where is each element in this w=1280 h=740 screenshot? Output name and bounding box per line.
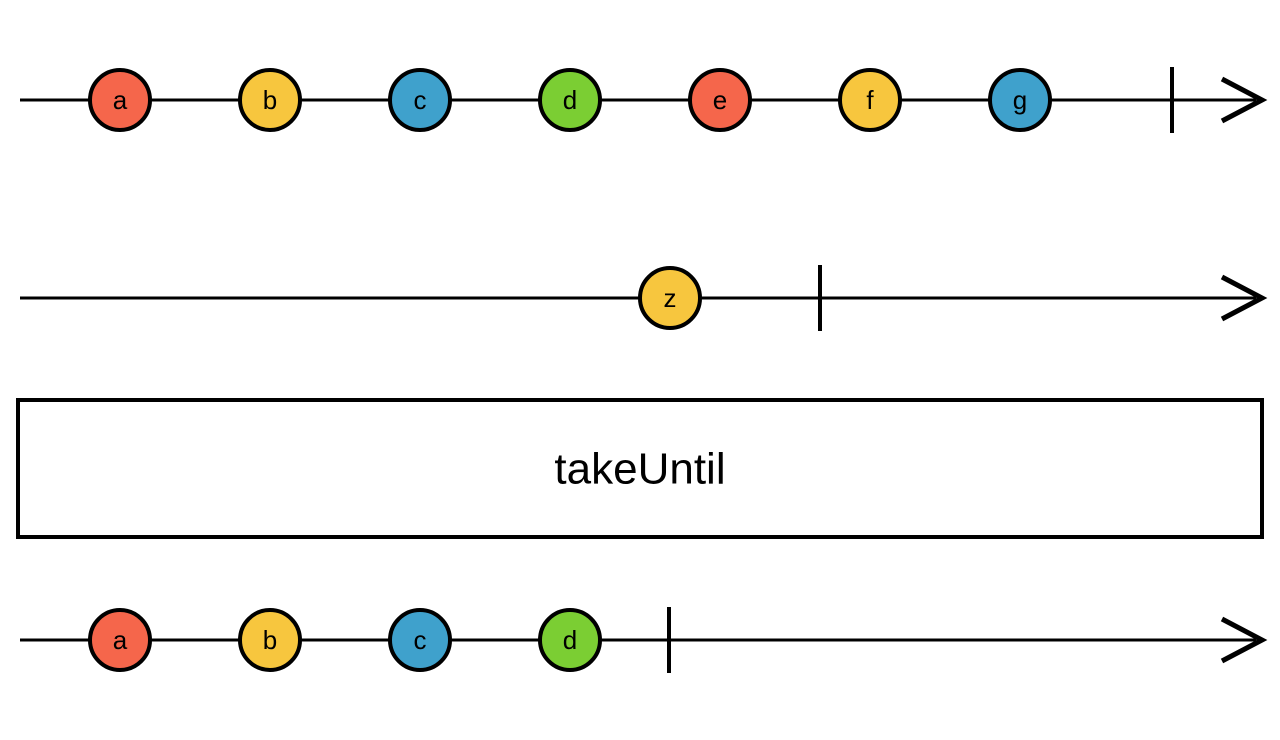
marble-source-f[interactable]: f bbox=[838, 68, 902, 132]
marble-circle bbox=[88, 608, 152, 672]
marble-label: b bbox=[263, 85, 277, 115]
marble-circle bbox=[388, 68, 452, 132]
marble-label: b bbox=[263, 625, 277, 655]
operator-box-group: takeUntil bbox=[16, 398, 1264, 539]
marble-circle bbox=[988, 68, 1052, 132]
marble-label: c bbox=[414, 625, 427, 655]
marble-circle bbox=[238, 68, 302, 132]
marble-source-b[interactable]: b bbox=[238, 68, 302, 132]
marble-label: f bbox=[866, 85, 874, 115]
operator-box bbox=[16, 398, 1264, 539]
marble-source-d[interactable]: d bbox=[538, 68, 602, 132]
marble-circle bbox=[388, 608, 452, 672]
arrowhead-notifier bbox=[1220, 274, 1268, 322]
marble-output-d[interactable]: d bbox=[538, 608, 602, 672]
marble-circle bbox=[88, 68, 152, 132]
marble-label: c bbox=[414, 85, 427, 115]
marble-output-a[interactable]: a bbox=[88, 608, 152, 672]
marble-label: a bbox=[113, 625, 128, 655]
marble-output-c[interactable]: c bbox=[388, 608, 452, 672]
marble-label: z bbox=[664, 283, 677, 313]
arrowhead-source bbox=[1220, 76, 1268, 124]
marble-output-b[interactable]: b bbox=[238, 608, 302, 672]
marble-circle bbox=[238, 608, 302, 672]
marble-label: d bbox=[563, 85, 577, 115]
marble-circle bbox=[538, 608, 602, 672]
marble-circle bbox=[838, 68, 902, 132]
marble-circle bbox=[688, 68, 752, 132]
marble-circle bbox=[538, 68, 602, 132]
marble-label: a bbox=[113, 85, 128, 115]
marble-label: g bbox=[1013, 85, 1027, 115]
marble-notifier-z[interactable]: z bbox=[638, 266, 702, 330]
stream-layer: a b c d e f g z a b c d bbox=[20, 67, 1268, 673]
operator-label: takeUntil bbox=[554, 445, 725, 494]
marble-label: d bbox=[563, 625, 577, 655]
marble-label: e bbox=[713, 85, 727, 115]
marble-source-a[interactable]: a bbox=[88, 68, 152, 132]
marble-source-c[interactable]: c bbox=[388, 68, 452, 132]
arrowhead-output bbox=[1220, 616, 1268, 664]
marble-circle bbox=[638, 266, 702, 330]
marble-source-g[interactable]: g bbox=[988, 68, 1052, 132]
marble-source-e[interactable]: e bbox=[688, 68, 752, 132]
